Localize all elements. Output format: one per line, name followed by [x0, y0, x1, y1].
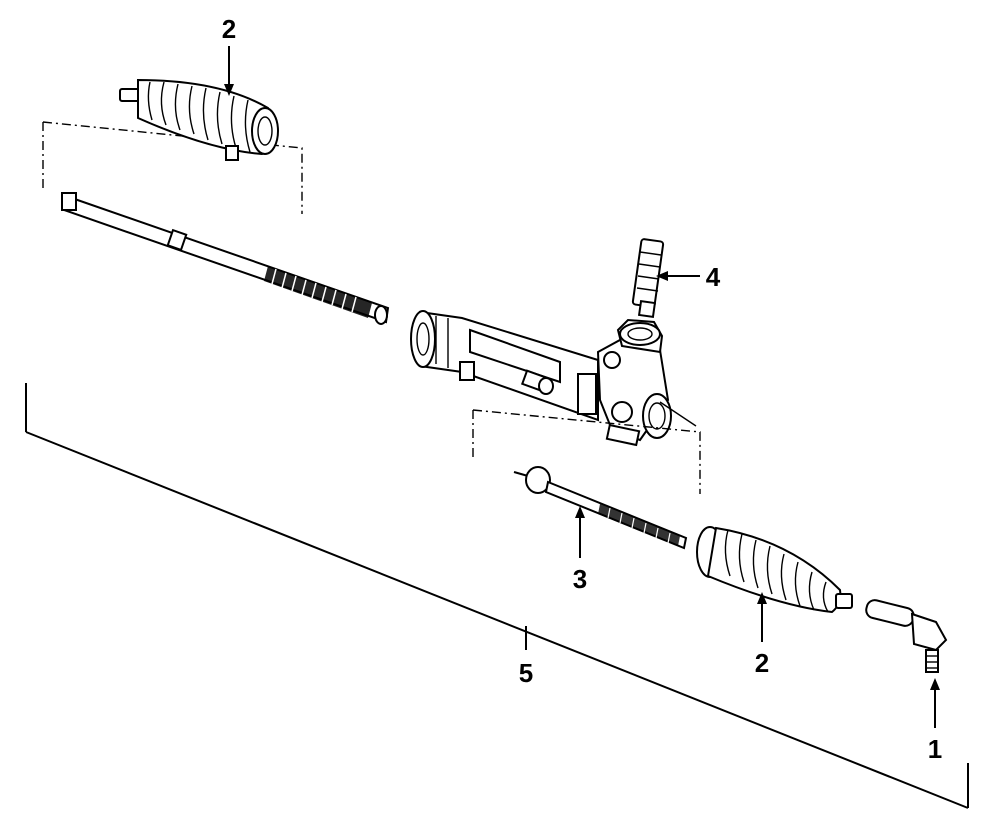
valve-fitting: [631, 238, 665, 319]
upper-left-bracket: [42, 121, 303, 214]
boot-upper-left: [119, 78, 279, 161]
callout-leaders: [224, 46, 940, 728]
callout-2-upper: 2: [222, 14, 236, 44]
rack-housing: [410, 310, 697, 447]
rack-shaft: [61, 192, 390, 325]
callout-1: 1: [928, 734, 942, 764]
inner-tie-rod: [513, 466, 688, 550]
tie-rod-end: [865, 599, 948, 673]
assembly-bracket: [25, 383, 969, 809]
callout-2-lower: 2: [755, 648, 769, 678]
callout-4: 4: [706, 262, 721, 292]
boot-lower-right: [696, 526, 853, 614]
callout-5: 5: [519, 658, 533, 688]
callout-3: 3: [573, 564, 587, 594]
middle-bracket: [472, 409, 701, 494]
